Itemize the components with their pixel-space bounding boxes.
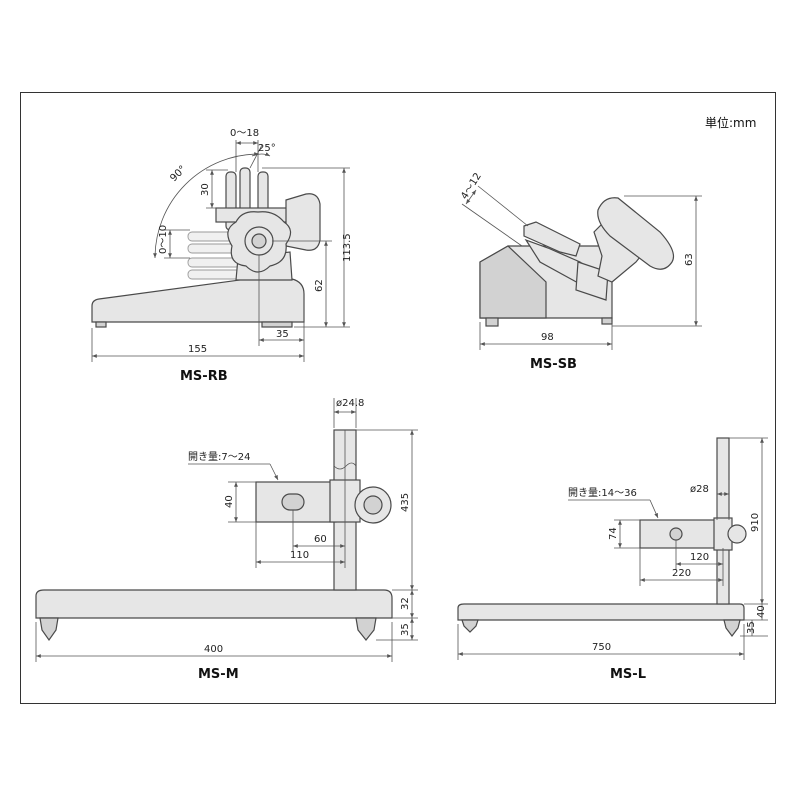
ms-m-knob-center	[363, 495, 383, 515]
ms-l-jaw-slot	[669, 527, 683, 541]
ms-m-base	[35, 589, 393, 619]
ms-l-dim-opening: 開き量:14～36	[568, 487, 637, 499]
ms-l-dim-height: 910	[750, 513, 761, 532]
ms-rb-dim-jaw-depth: 30	[200, 183, 211, 196]
ms-l-dim-reach-long: 220	[672, 568, 691, 579]
ms-sb-foot-right	[601, 317, 613, 325]
ms-rb-dim-jaw-tilt: 25°	[258, 143, 276, 154]
ms-l-knob	[727, 524, 747, 544]
ms-rb-clamp-knob	[285, 193, 321, 251]
ms-m-jaw-slot	[281, 493, 305, 511]
ms-m-dim-base-h: 32	[400, 597, 411, 610]
ms-rb-dim-raise: 0～10	[158, 225, 169, 254]
ms-m-dim-height: 435	[400, 493, 411, 512]
ms-l-dim-jaw-h: 74	[608, 527, 619, 540]
ms-l-dimensions: 開き量:14～36 ø28 74 120 220 910 40 35 750	[457, 437, 768, 660]
ms-rb-dim-swivel: 90°	[168, 164, 188, 184]
ms-m-foot-right	[355, 617, 377, 641]
ms-rb-base	[91, 276, 305, 323]
ms-rb-caption: MS-RB	[180, 369, 228, 384]
ms-sb-caption: MS-SB	[530, 357, 577, 372]
ms-l-dim-foot-h: 35	[746, 621, 757, 634]
ms-l-foot-right	[723, 619, 741, 637]
ms-rb-hub-bolt	[251, 233, 267, 249]
ms-rb-foot-right	[261, 321, 293, 328]
ms-sb-dim-clamp: 4～12	[459, 171, 484, 202]
ms-rb-dim-height-total: 113.5	[342, 233, 353, 262]
ms-rb-dim-jaw-open: 0～18	[230, 128, 259, 139]
ms-rb-foot-left	[95, 321, 107, 328]
ms-m-dim-post-dia: ø24.8	[336, 398, 364, 409]
ms-l-dim-reach-short: 120	[690, 552, 709, 563]
ms-m-dim-jaw-h: 40	[224, 495, 235, 508]
ms-l-foot-left	[461, 619, 479, 633]
ms-sb-dim-height: 63	[684, 253, 695, 266]
ms-sb-base-face	[479, 245, 547, 319]
ms-rb-stand	[91, 152, 321, 328]
ms-m-dim-opening: 開き量:7～24	[188, 451, 250, 463]
ms-l-dim-base-h: 40	[756, 605, 767, 618]
ms-l-dim-width: 750	[592, 642, 611, 653]
ms-m-dim-reach-short: 60	[314, 534, 327, 545]
ms-sb-knob	[597, 197, 675, 270]
ms-m-foot-left	[39, 617, 59, 642]
ms-m-dim-width: 400	[204, 644, 223, 655]
ms-sb-dim-width: 98	[541, 332, 554, 343]
ms-rb-swivel-arc	[153, 152, 260, 259]
ms-l-dim-post-dia: ø28	[690, 484, 709, 495]
ms-rb-dim-height-center: 62	[314, 279, 325, 292]
ms-rb-dimensions: 155 35 113.5 62 0～18 25° 30 90° 0～10	[91, 128, 353, 362]
ms-m-dim-reach-long: 110	[290, 550, 309, 561]
ms-m-dimensions: ø24.8 開き量:7～24 40 60 110 435 32 35 400	[35, 398, 418, 662]
ms-rb-dim-foot: 35	[276, 329, 289, 340]
ms-rb-dim-width: 155	[188, 344, 207, 355]
ms-m-caption: MS-M	[198, 667, 239, 682]
ms-m-dim-foot-h: 35	[400, 623, 411, 636]
ms-sb-upper-jaw	[523, 221, 581, 257]
unit-label: 単位:mm	[705, 115, 756, 130]
ms-l-caption: MS-L	[610, 667, 646, 682]
ms-sb-foot-left	[485, 317, 499, 327]
ms-sb-stand	[479, 197, 675, 327]
ms-l-base	[457, 603, 745, 621]
ms-m-post-break	[333, 462, 357, 470]
drawing-frame	[20, 92, 776, 704]
ms-l-stand	[457, 437, 747, 637]
